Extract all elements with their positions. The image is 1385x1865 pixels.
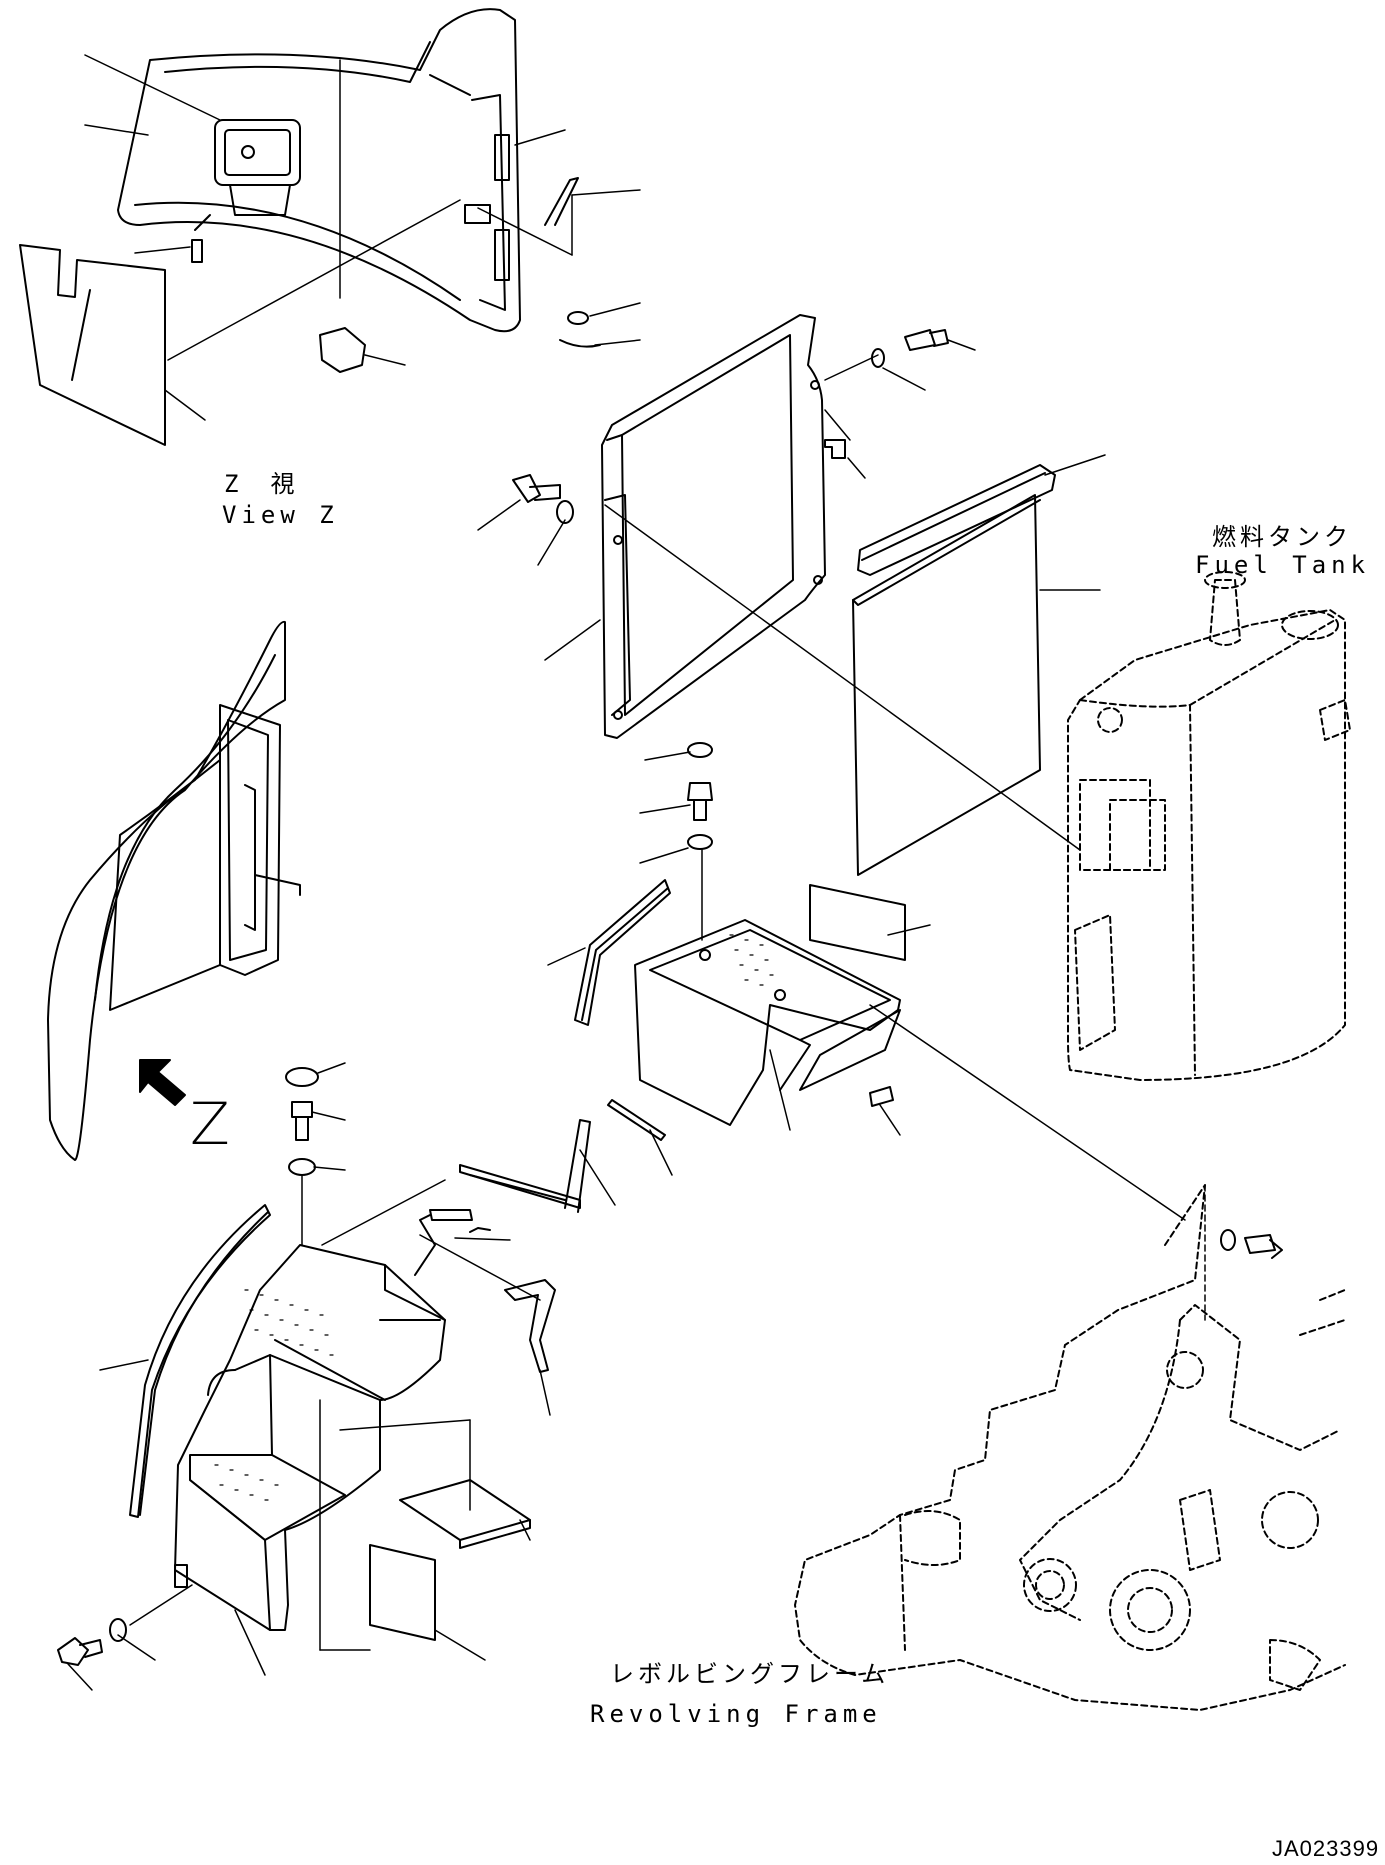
drawing-code: JA023399 [1272,1836,1380,1861]
step-assembly-trim-strips [414,1119,591,1373]
step-cover-center-perforation [729,934,774,986]
view-z-small-parts [191,177,601,373]
upper-leaders [477,339,1106,851]
step-assembly-fasteners [57,1067,491,1666]
side-frame-plate [601,314,826,739]
fuel-tank [1067,571,1351,1081]
view-marker-z: Z [190,1090,230,1158]
foam-seal-strip [857,464,1056,576]
door-side-view [47,620,301,1161]
bolts-and-washers-upper [512,329,949,524]
revolving-frame [794,1184,1346,1711]
center-leaders [547,751,1186,1221]
view-z-label-jp: Z 視 [224,470,299,498]
step-assembly-perforation [214,1289,334,1501]
step-assembly-pads [369,1479,531,1641]
step-cover-center [634,919,901,1126]
view-z-insulation-sheet [19,244,166,446]
insulation-panel [852,494,1041,876]
revolving-frame-fasteners [1204,1184,1283,1321]
step-assembly [174,1244,446,1631]
view-z-leaders [84,54,641,421]
step-assembly-trim [129,1204,271,1518]
fuel-tank-label-jp: 燃料タンク [1212,523,1352,551]
revolving-frame-label-jp: レボルビングフレーム [610,1660,890,1688]
lower-leaders [67,1062,616,1691]
view-direction-arrow-icon [139,1059,186,1106]
center-fasteners [687,742,713,850]
fuel-tank-label-en: Fuel Tank [1195,551,1371,579]
small-pad-center [809,884,906,1107]
trim-strips-center [574,879,671,1141]
view-z-latch-box [194,119,301,231]
revolving-frame-label-en: Revolving Frame [590,1700,882,1728]
view-z-cover-panel [117,8,521,333]
view-z-label-en: View Z [222,501,339,529]
